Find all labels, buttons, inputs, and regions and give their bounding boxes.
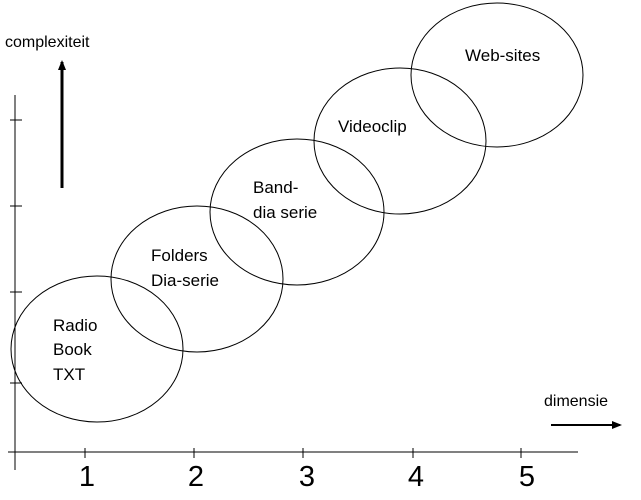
x-tick-label-4: 4 bbox=[408, 461, 424, 493]
stage-label-folders: Folders bbox=[151, 246, 208, 265]
stage-ellipse-band bbox=[209, 138, 385, 286]
x-tick-label-5: 5 bbox=[519, 461, 535, 493]
x-tick-label-3: 3 bbox=[299, 461, 315, 493]
stage-ellipse-radio bbox=[10, 275, 184, 423]
stage-label-dia-serie: Dia-serie bbox=[151, 271, 219, 290]
x-tick-label-2: 2 bbox=[188, 461, 204, 493]
stage-ellipse-websites bbox=[410, 2, 584, 148]
stage-label-radio: Radio bbox=[53, 316, 97, 335]
stage-label-dia-serie-2: dia serie bbox=[253, 203, 317, 222]
x-axis-title: dimensie bbox=[544, 393, 608, 410]
stage-label-videoclip: Videoclip bbox=[338, 117, 407, 136]
stage-label-txt: TXT bbox=[53, 365, 85, 384]
stage-label-websites: Web-sites bbox=[465, 46, 540, 65]
stage-ellipse-folders bbox=[110, 205, 284, 353]
stage-ellipse-videoclip bbox=[313, 67, 487, 215]
stage-label-band: Band- bbox=[253, 178, 298, 197]
x-tick-label-1: 1 bbox=[79, 461, 95, 493]
y-axis-title: complexiteit bbox=[5, 34, 90, 51]
stage-label-book: Book bbox=[53, 340, 92, 359]
